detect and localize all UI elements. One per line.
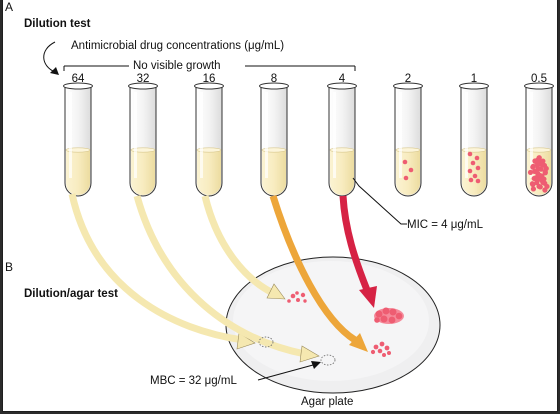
medium-colony-cluster [370,341,391,357]
panel-b-letter: B [5,260,13,274]
plate-colonies [258,291,404,366]
transfer-arrows [68,193,377,363]
empty-spot-32 [320,354,336,366]
figure-canvas: A Dilution test Antimicrobial drug conce… [5,0,554,408]
arrow-tube-32-to-plate [133,195,306,358]
conc-label-8: 8 [271,73,277,85]
concentrations-label: Antimicrobial drug concentrations (μg/mL… [71,40,284,52]
empty-spot-64 [258,336,274,348]
arrow-tube-16-head [266,283,286,300]
small-colony-cluster [287,291,307,303]
tube-2 [393,82,423,197]
tube-64 [63,82,93,197]
conc-label-32: 32 [137,73,150,85]
tube-0-5 [524,82,554,197]
conc-label-0-5: 0.5 [531,73,547,85]
conc-label-4: 4 [339,73,346,85]
arrow-tube-32-head [299,345,320,363]
arrow-tube-16-to-plate [201,195,273,296]
curved-pointer-arrow [43,41,59,75]
arrow-tube-8-head [349,333,368,352]
large-colony-mass [374,307,404,324]
conc-label-16: 16 [203,73,216,85]
conc-label-64: 64 [72,73,85,85]
agar-plate-label: Agar plate [301,396,353,408]
figure-frame: A Dilution test Antimicrobial drug conce… [3,0,557,411]
tube-32 [128,82,158,197]
mbc-label: MBC = 32 μg/mL [150,375,237,387]
concentration-labels: 64 32 16 8 4 2 1 0.5 [72,73,547,85]
dilution-test-title: Dilution test [24,18,91,30]
mic-label: MIC = 4 μg/mL [407,219,484,231]
panel-a-letter: A [5,0,13,14]
dilution-agar-test-title: Dilution/agar test [24,288,118,300]
no-growth-bracket [63,65,356,71]
arrow-tube-8-to-plate [269,194,357,343]
mic-leader-line [352,177,407,225]
tube-8 [259,82,289,197]
arrow-tube-4-head [359,286,377,308]
conc-label-2: 2 [405,73,411,85]
arrow-tube-4-to-plate [339,195,371,292]
arrow-tube-64-to-plate [68,193,244,344]
conc-label-1: 1 [471,73,477,85]
tube-1 [459,82,489,197]
tube-16 [194,82,224,197]
no-growth-label: No visible growth [133,60,221,72]
mbc-pointer [257,361,321,381]
test-tubes [63,82,554,197]
tube-4 [327,82,357,197]
